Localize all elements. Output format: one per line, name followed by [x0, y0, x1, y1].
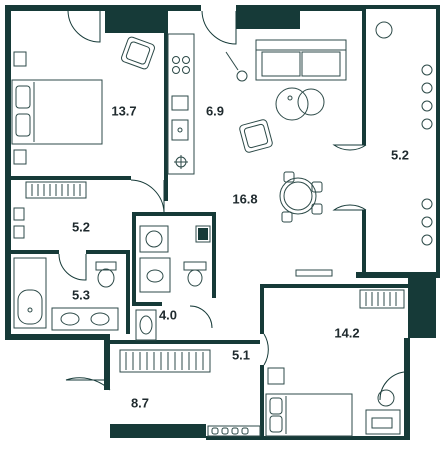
room-label-balcony: 5.2: [391, 147, 409, 162]
wc-door: [189, 305, 213, 329]
bedroom2-door: [263, 333, 269, 366]
room-label-corridor: 5.1: [232, 347, 250, 362]
top-door-left: [67, 10, 101, 43]
balcony-door-bottom: [332, 204, 367, 211]
balcony-door-top: [332, 144, 367, 151]
bed-icon: [11, 51, 103, 165]
room-label-hall: 8.7: [131, 395, 149, 410]
armchair-living: [239, 119, 273, 153]
armchair-icon: [121, 36, 155, 70]
hall-wardrobe: [119, 349, 211, 373]
desk-icon: [365, 389, 401, 435]
shoe-rack: [207, 425, 261, 437]
sofa-icon: [255, 39, 347, 81]
plant-icon: [174, 155, 188, 169]
toilet-icon: [95, 261, 117, 288]
wc-fixtures: [135, 225, 211, 341]
room-label-bathroom-1: 5.2: [72, 219, 90, 234]
outer-walls: [5, 5, 440, 440]
interior-walls: [11, 9, 408, 437]
dining-table-icon: [279, 171, 323, 223]
stove-icon: [167, 33, 195, 175]
bedroom2-wardrobe: [359, 289, 405, 309]
room-label-bedroom-2: 14.2: [334, 325, 359, 340]
balcony-plants: [375, 21, 433, 246]
bed-2-icon: [265, 367, 353, 437]
washing-machine-icon: [13, 207, 25, 239]
room-label-kitchen: 6.9: [206, 103, 224, 118]
room-label-bathroom-2: 5.3: [72, 287, 90, 302]
room-label-bedroom-1: 13.7: [111, 103, 136, 118]
top-door-kitchen: [201, 10, 237, 45]
bathtub-icon: [13, 257, 47, 329]
coffee-tables: [275, 87, 325, 121]
bedroom1-door: [130, 179, 165, 213]
lamp-icon: [225, 51, 248, 82]
entrance-door: [65, 377, 111, 391]
wardrobe: [25, 181, 87, 199]
bath-door: [58, 253, 87, 281]
doors: [58, 10, 405, 401]
sink-icon: [51, 307, 119, 331]
room-label-wc: 4.0: [159, 307, 177, 322]
room-label-living-room: 16.8: [232, 191, 257, 206]
bedroom2-window-door: [379, 371, 405, 401]
room-labels: 13.7 6.9 5.2 16.8 5.2 5.3 4.0 5.1 14.2 8…: [72, 103, 409, 410]
